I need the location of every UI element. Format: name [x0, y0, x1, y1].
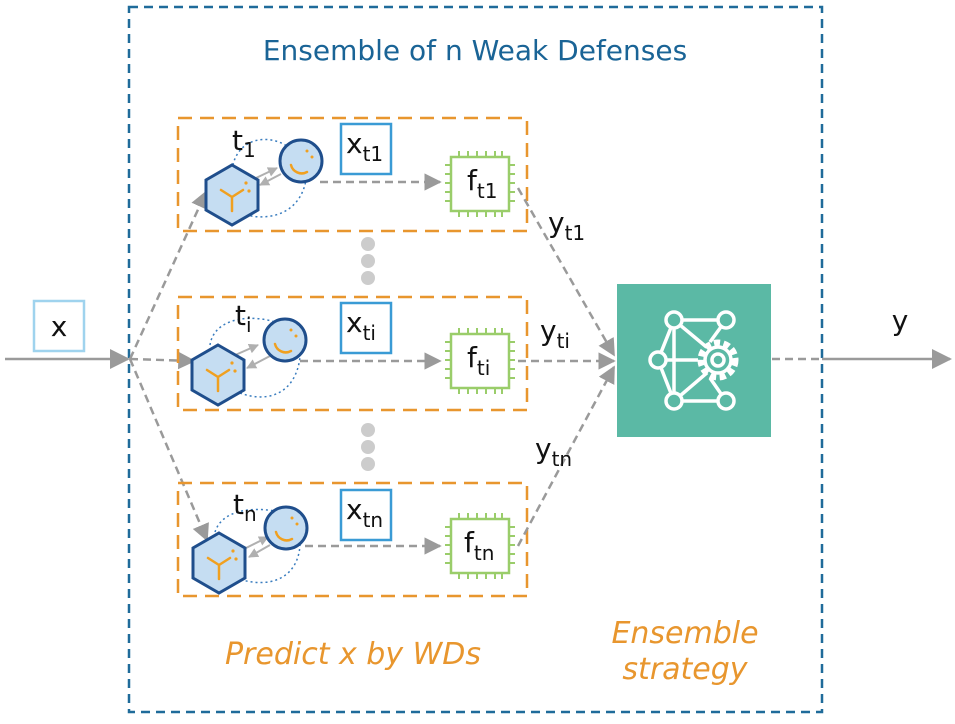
branch-n-x-label: xtn [346, 493, 383, 532]
branch-i-loop-bottom [239, 356, 301, 398]
branch-n-loop-bottom [235, 544, 301, 584]
fanout-arrow-n [128, 358, 209, 542]
branch-n-arrow-down [248, 544, 271, 558]
ensemble-strategy-box [617, 284, 771, 437]
predict-caption: Predict x by WDs [225, 637, 481, 672]
y-t1-label: yt1 [548, 206, 585, 245]
branch-n-arrow-up [245, 536, 269, 549]
branch-i-f-label: fti [467, 341, 490, 380]
branch-i-border [176, 295, 529, 412]
input-box [32, 299, 86, 353]
branch-n-f-label: ftn [464, 526, 494, 565]
ensemble-title: Ensemble of n Weak Defenses [263, 34, 687, 67]
ensemble-container [127, 5, 824, 714]
branch-i-arrow-down [246, 355, 271, 369]
output-label: y [892, 304, 909, 337]
circle-icon [262, 317, 308, 363]
branch-1: t1 xt1 ft1 [176, 116, 529, 233]
circle-icon [278, 138, 324, 184]
hexagon-icon [191, 531, 247, 595]
output-arrow-n [516, 365, 616, 547]
ellipsis-dots-1 [361, 237, 375, 285]
branch-n: tn xtn ftn [176, 481, 529, 598]
branch-1-t-label: t1 [232, 124, 256, 162]
branch-1-x-label: xt1 [346, 127, 383, 166]
ellipsis-dots-2 [361, 423, 375, 471]
fanout-arrow-1 [128, 190, 208, 360]
branch-1-arrow-up [255, 167, 278, 179]
hexagon-icon [190, 343, 246, 407]
y-tn-label: ytn [535, 432, 572, 471]
strategy-caption-line1: Ensemble [611, 616, 758, 651]
branch-i-arrow-up [232, 344, 259, 357]
branch-i-loop-top [209, 317, 276, 346]
branch-i-t-label: ti [235, 299, 252, 337]
strategy-caption-line2: strategy [622, 652, 748, 687]
hexagon-icon [204, 163, 260, 227]
branch-1-arrow-down [259, 173, 282, 186]
branch-n-border [176, 481, 529, 598]
branch-n-x-box [339, 488, 393, 542]
branch-1-x-box [339, 122, 393, 176]
neural-network-gear-icon [648, 310, 739, 411]
fanout-arrow-i [129, 351, 196, 370]
branch-i-x-label: xti [346, 306, 376, 345]
input-label: x [51, 310, 68, 343]
branch-1-f-label: ft1 [467, 164, 497, 203]
branch-n-loop-top [214, 508, 281, 533]
branch-1-border [176, 116, 529, 233]
circle-icon [263, 505, 309, 551]
output-arrow-1 [516, 187, 616, 357]
y-ti-label: yti [540, 314, 570, 353]
branch-n-t-label: tn [233, 488, 257, 526]
branch-i-x-box [339, 301, 393, 355]
branch-i: ti xti fti [176, 295, 529, 412]
